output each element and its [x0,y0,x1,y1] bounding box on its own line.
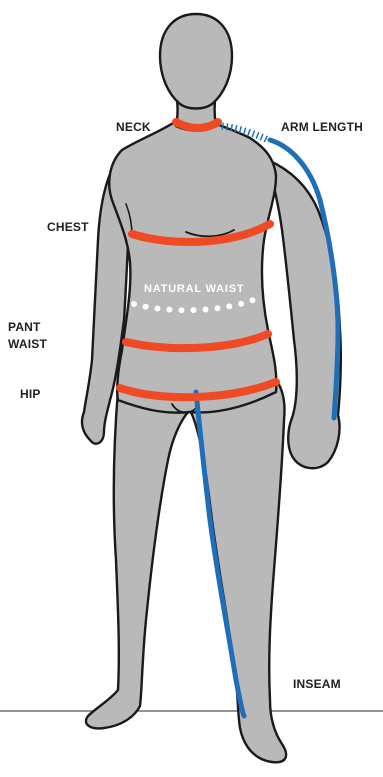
label-pant-waist-line2: WAIST [8,337,47,351]
head [160,14,232,109]
label-pant-waist-line1: PANT [8,320,41,334]
label-hip: HIP [20,387,41,401]
right-leg [190,380,286,762]
torso [109,120,276,413]
label-chest: CHEST [47,220,89,234]
label-neck: NECK [116,120,151,134]
label-natural-waist: NATURAL WAIST [144,283,244,295]
label-arm-length: ARM LENGTH [281,120,363,134]
label-inseam: INSEAM [293,677,341,691]
